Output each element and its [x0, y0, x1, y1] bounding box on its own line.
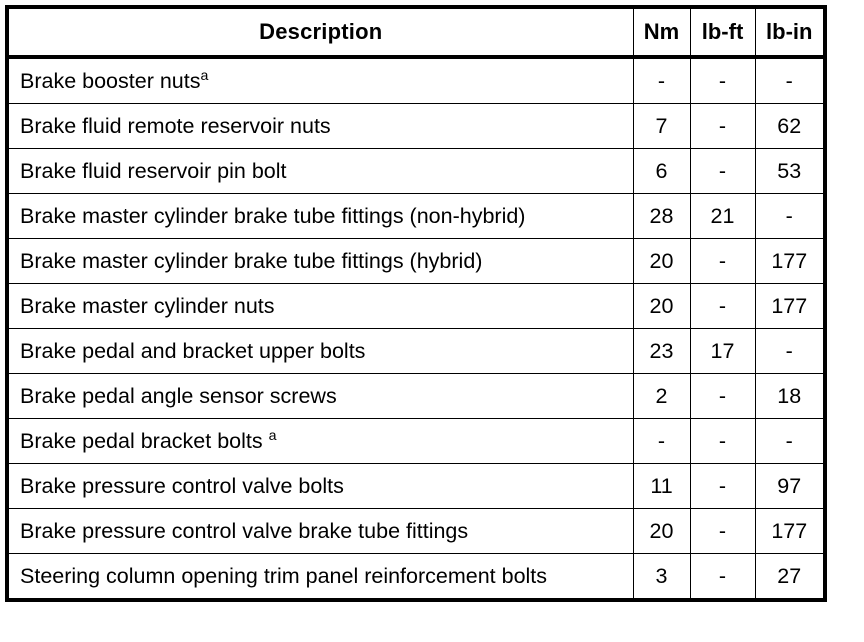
cell-nm: 2: [632, 373, 691, 419]
cell-description: Brake master cylinder brake tube fitting…: [7, 193, 634, 239]
cell-nm: 20: [632, 238, 691, 284]
table-row: Brake master cylinder brake tube fitting…: [7, 238, 825, 284]
cell-lb-in: 97: [754, 463, 825, 509]
cell-lb-ft: -: [689, 148, 756, 194]
table-row: Brake pressure control valve brake tube …: [7, 508, 825, 554]
cell-lb-in: 62: [754, 103, 825, 149]
cell-description: Brake pressure control valve brake tube …: [7, 508, 634, 554]
description-text: Brake pedal angle sensor screws: [20, 383, 337, 408]
cell-lb-in: -: [754, 193, 825, 239]
cell-nm: -: [632, 418, 691, 464]
description-text: Brake master cylinder brake tube fitting…: [20, 248, 483, 273]
cell-lb-ft: -: [689, 553, 756, 600]
table-row: Brake pressure control valve bolts 11-97: [7, 463, 825, 509]
cell-description: Steering column opening trim panel reinf…: [7, 553, 634, 600]
cell-nm: 23: [632, 328, 691, 374]
cell-description: Brake booster nutsa: [7, 56, 634, 104]
cell-description: Brake fluid reservoir pin bolt: [7, 148, 634, 194]
cell-lb-in: 18: [754, 373, 825, 419]
cell-nm: 20: [632, 508, 691, 554]
cell-lb-in: 177: [754, 508, 825, 554]
cell-lb-ft: -: [689, 373, 756, 419]
cell-lb-in: -: [754, 418, 825, 464]
cell-lb-in: 177: [754, 238, 825, 284]
cell-nm: 6: [632, 148, 691, 194]
cell-nm: 11: [632, 463, 691, 509]
cell-lb-ft: -: [689, 508, 756, 554]
cell-description: Brake pedal angle sensor screws: [7, 373, 634, 419]
description-text: Brake pedal and bracket upper bolts: [20, 338, 366, 363]
table-row: Brake pedal angle sensor screws 2-18: [7, 373, 825, 419]
table-header: Description Nm lb-ft lb-in: [7, 6, 825, 59]
cell-lb-in: 177: [754, 283, 825, 329]
cell-description: Brake pressure control valve bolts: [7, 463, 634, 509]
cell-lb-ft: -: [689, 463, 756, 509]
table-body: Brake booster nutsa---Brake fluid remote…: [7, 56, 825, 600]
cell-lb-in: 27: [754, 553, 825, 600]
description-text: Steering column opening trim panel reinf…: [20, 563, 548, 588]
cell-lb-ft: -: [689, 56, 756, 104]
cell-description: Brake fluid remote reservoir nuts: [7, 103, 634, 149]
cell-lb-ft: -: [689, 238, 756, 284]
cell-nm: 3: [632, 553, 691, 600]
cell-nm: 20: [632, 283, 691, 329]
table-row: Brake fluid remote reservoir nuts 7-62: [7, 103, 825, 149]
description-text: Brake pressure control valve bolts: [20, 473, 344, 498]
torque-specification-table: Description Nm lb-ft lb-in Brake booster…: [5, 5, 827, 602]
table-row: Brake pedal bracket bolts a---: [7, 418, 825, 464]
cell-lb-ft: -: [689, 283, 756, 329]
footnote-marker: a: [268, 427, 277, 444]
table-row: Brake booster nutsa---: [7, 56, 825, 104]
cell-lb-in: -: [754, 328, 825, 374]
cell-nm: 28: [632, 193, 691, 239]
cell-description: Brake master cylinder nuts: [7, 283, 634, 329]
cell-description: Brake pedal and bracket upper bolts: [7, 328, 634, 374]
description-text: Brake master cylinder brake tube fitting…: [20, 203, 526, 228]
column-header-lb-in: lb-in: [754, 6, 825, 59]
description-text: Brake fluid reservoir pin bolt: [20, 158, 287, 183]
cell-lb-ft: 21: [689, 193, 756, 239]
column-header-lb-ft: lb-ft: [689, 6, 756, 59]
table-row: Brake master cylinder brake tube fitting…: [7, 193, 825, 239]
cell-lb-ft: 17: [689, 328, 756, 374]
description-text: Brake fluid remote reservoir nuts: [20, 113, 331, 138]
table-row: Steering column opening trim panel reinf…: [7, 553, 825, 600]
description-text: Brake master cylinder nuts: [20, 293, 275, 318]
column-header-description: Description: [7, 6, 634, 59]
cell-lb-ft: -: [689, 418, 756, 464]
table-row: Brake master cylinder nuts 20-177: [7, 283, 825, 329]
description-text: Brake booster nuts: [20, 68, 201, 93]
table-row: Brake fluid reservoir pin bolt 6-53: [7, 148, 825, 194]
description-text: Brake pressure control valve brake tube …: [20, 518, 469, 543]
cell-nm: -: [632, 56, 691, 104]
header-row: Description Nm lb-ft lb-in: [7, 6, 825, 59]
cell-description: Brake master cylinder brake tube fitting…: [7, 238, 634, 284]
cell-lb-in: -: [754, 56, 825, 104]
footnote-marker: a: [200, 67, 209, 84]
description-text: Brake pedal bracket bolts: [20, 428, 263, 453]
cell-lb-ft: -: [689, 103, 756, 149]
cell-nm: 7: [632, 103, 691, 149]
column-header-nm: Nm: [632, 6, 691, 59]
cell-lb-in: 53: [754, 148, 825, 194]
cell-description: Brake pedal bracket bolts a: [7, 418, 634, 464]
